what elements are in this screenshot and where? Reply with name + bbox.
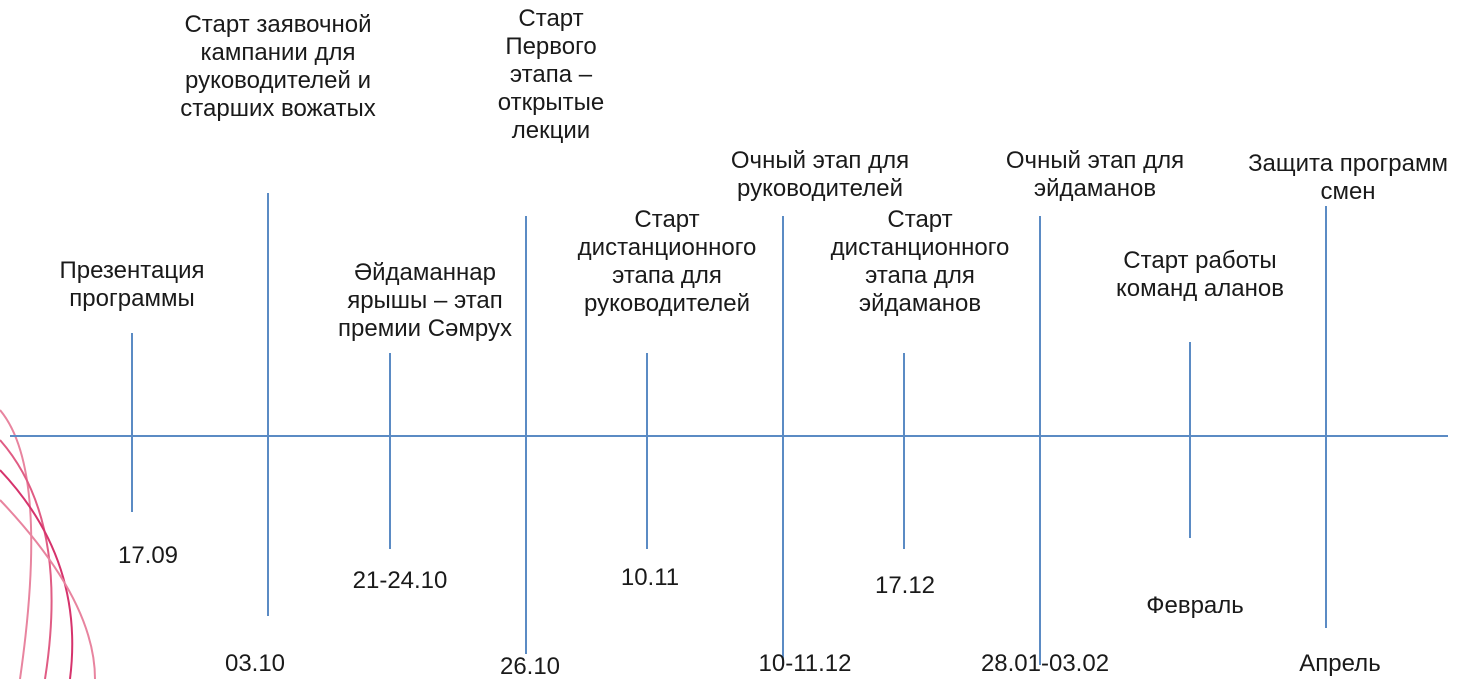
event-date-applications: 03.10 bbox=[224, 650, 286, 677]
decorative-arcs bbox=[0, 409, 96, 679]
event-date-defense: Апрель bbox=[1299, 650, 1381, 677]
event-label-presentation: Презентация программы bbox=[59, 257, 205, 312]
event-date-first-stage: 26.10 bbox=[499, 653, 561, 680]
event-label-applications: Старт заявочной кампании для руководител… bbox=[180, 11, 376, 122]
event-date-fulltime-aydamans: 28.01-03.02 bbox=[980, 650, 1110, 677]
event-label-defense: Защита программ смен bbox=[1248, 150, 1448, 205]
event-date-aydamannar: 21-24.10 bbox=[352, 567, 448, 594]
event-label-fulltime-aydamans: Очный этап для эйдаманов bbox=[1005, 147, 1185, 202]
event-date-fulltime-leaders: 10-11.12 bbox=[758, 650, 852, 677]
event-label-aydamannar: Әйдаманнар ярышы – этап премии Сәмрух bbox=[338, 259, 512, 342]
decorative-arc-1 bbox=[0, 409, 33, 679]
event-date-presentation: 17.09 bbox=[117, 542, 179, 569]
event-label-fulltime-leaders: Очный этап для руководителей bbox=[730, 147, 910, 202]
event-date-remote-leaders: 10.11 bbox=[620, 564, 680, 591]
event-date-remote-aydamans: 17.12 bbox=[874, 572, 936, 599]
event-label-first-stage: Старт Первого этапа – открытые лекции bbox=[497, 5, 605, 144]
decorative-arc-2 bbox=[0, 439, 53, 679]
event-date-alan-teams: Февраль bbox=[1146, 592, 1244, 619]
event-label-remote-aydamans: Старт дистанционного этапа для эйдаманов bbox=[830, 206, 1010, 317]
event-label-remote-leaders: Старт дистанционного этапа для руководит… bbox=[577, 206, 757, 317]
event-label-alan-teams: Старт работы команд аланов bbox=[1116, 247, 1284, 302]
decorative-arc-3 bbox=[0, 469, 74, 679]
decorative-arc-4 bbox=[0, 499, 96, 679]
